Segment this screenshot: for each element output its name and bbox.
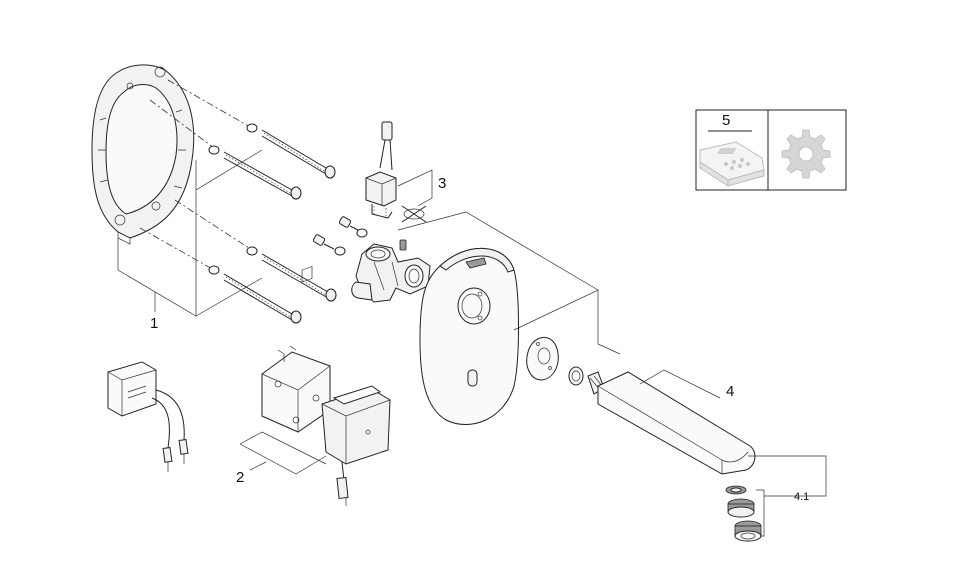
accessory-box: 5 xyxy=(695,109,847,191)
mounting-frame-inner xyxy=(105,84,178,215)
spout xyxy=(597,371,756,475)
washer xyxy=(208,265,220,275)
rosette xyxy=(526,337,559,381)
battery-box-assembly xyxy=(107,361,189,472)
label-part-4: 4 xyxy=(726,383,734,400)
cover-plate xyxy=(397,211,599,425)
remote-control-icon xyxy=(699,141,765,187)
label-part-4-1: 4.1 xyxy=(794,491,809,503)
label-part-5: 5 xyxy=(722,112,730,129)
washer xyxy=(246,246,258,256)
electronic-module-assembly: 2 xyxy=(236,265,391,506)
mounting-frame-assembly: 1 xyxy=(91,64,337,332)
battery-box xyxy=(107,361,157,417)
cover-plate-opening xyxy=(457,287,491,325)
aerator-housing xyxy=(734,520,762,542)
screw xyxy=(261,129,336,179)
solenoid xyxy=(365,171,397,207)
aerator-insert xyxy=(727,498,755,518)
gear-icon xyxy=(781,129,831,179)
cover-plate-body xyxy=(419,247,519,425)
o-ring xyxy=(568,366,584,386)
label-part-1: 1 xyxy=(150,315,158,332)
screw xyxy=(261,253,337,302)
washer xyxy=(208,145,220,155)
electronic-module-housing xyxy=(261,351,331,433)
label-part-2: 2 xyxy=(236,469,244,486)
screw xyxy=(223,151,302,200)
screw xyxy=(223,273,302,324)
label-part-3: 3 xyxy=(438,175,446,192)
spout-assembly: 4 4.1 xyxy=(513,289,827,542)
sensor-window xyxy=(467,369,478,387)
washer xyxy=(246,123,258,133)
solenoid-valve-assembly: 3 xyxy=(312,121,446,303)
